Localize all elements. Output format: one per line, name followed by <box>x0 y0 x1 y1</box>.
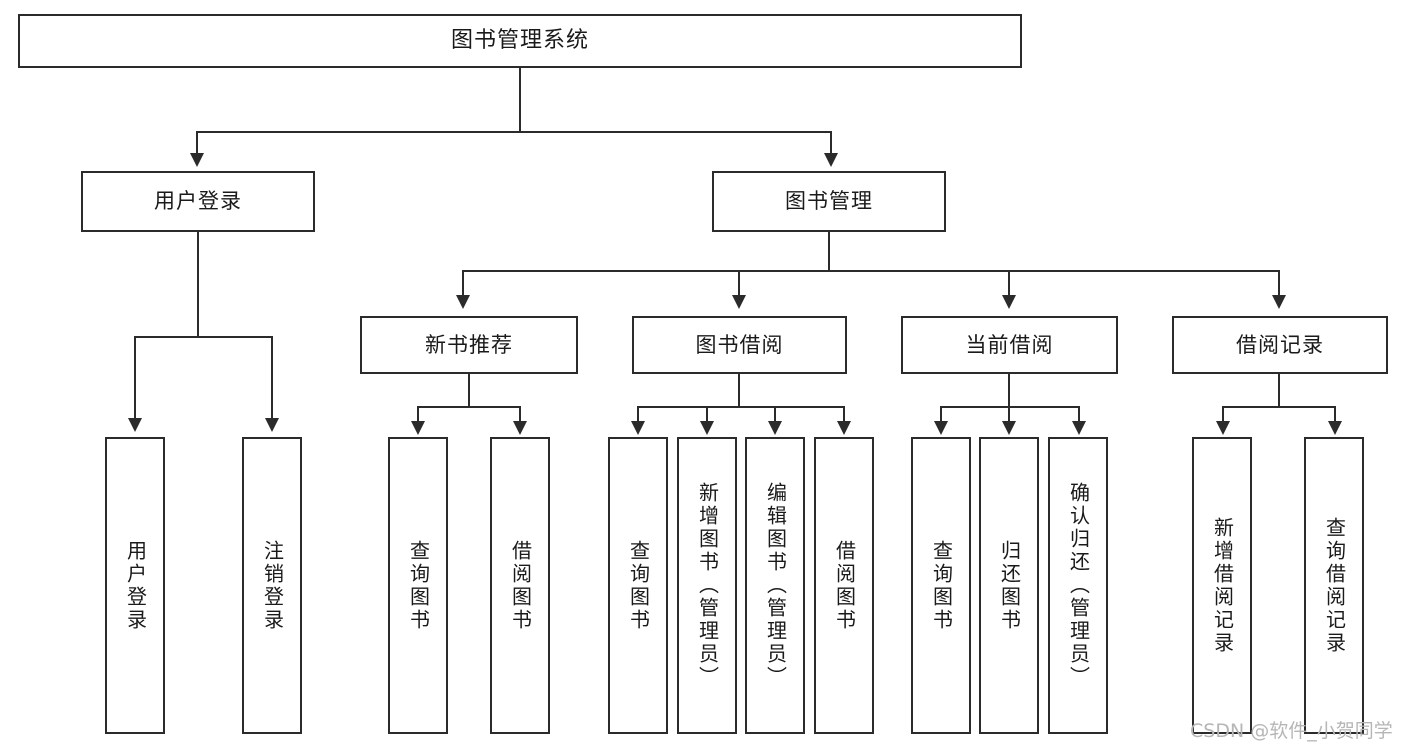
leaf-query-book-new[interactable]: 查询图书 <box>388 437 448 734</box>
leaf-confirm-return-admin[interactable]: 确认归还（管理员） <box>1048 437 1108 734</box>
node-label: 图书借阅 <box>695 332 784 357</box>
arrowhead-borrow-record-to-leaf-2 <box>1328 421 1342 435</box>
edge-book-borrow-to-leaf-4 <box>843 406 845 423</box>
edge-new-book-bus <box>417 406 521 408</box>
node-label: 用户登录 <box>123 539 148 632</box>
leaf-query-book-current[interactable]: 查询图书 <box>911 437 971 734</box>
node-label: 当前借阅 <box>965 332 1054 357</box>
edge-book-borrow-stem <box>738 374 740 407</box>
edge-borrow-record-bus <box>1222 406 1336 408</box>
node-borrow-record[interactable]: 借阅记录 <box>1172 316 1388 374</box>
arrowhead-root-to-book-management <box>824 153 838 167</box>
arrowhead-book-borrow-to-leaf-4 <box>837 421 851 435</box>
leaf-logout[interactable]: 注销登录 <box>242 437 302 734</box>
arrowhead-book-management-to-book-borrow <box>732 295 746 309</box>
arrowhead-book-borrow-to-leaf-1 <box>631 421 645 435</box>
csdn-watermark: CSDN @软件_小贺同学 <box>1190 720 1393 742</box>
node-user-login[interactable]: 用户登录 <box>81 171 315 232</box>
edge-book-management-to-new-book <box>462 270 464 297</box>
arrowhead-root-to-user-login <box>190 153 204 167</box>
node-label: 归还图书 <box>997 539 1022 632</box>
arrowhead-book-management-to-new-book <box>456 295 470 309</box>
edge-current-borrow-stem <box>1008 374 1010 407</box>
edge-borrow-record-to-leaf-2 <box>1334 406 1336 423</box>
node-label: 新书推荐 <box>425 332 513 357</box>
arrowhead-book-management-to-borrow-record <box>1272 295 1286 309</box>
node-label: 查询借阅记录 <box>1322 516 1347 655</box>
edge-root-bus <box>196 131 832 133</box>
edge-book-borrow-to-leaf-2 <box>706 406 708 423</box>
node-label: 借阅图书 <box>508 539 533 632</box>
edge-book-management-to-book-borrow <box>738 270 740 297</box>
node-label: 注销登录 <box>260 539 285 632</box>
edge-borrow-record-stem <box>1278 374 1280 407</box>
leaf-borrow-book[interactable]: 借阅图书 <box>814 437 874 734</box>
arrowhead-current-borrow-to-leaf-2 <box>1002 421 1016 435</box>
edge-user-login-stem <box>197 232 199 337</box>
edge-current-borrow-to-leaf-2 <box>1008 406 1010 423</box>
node-label: 图书管理 <box>785 189 873 214</box>
arrowhead-new-book-to-leaf-1 <box>411 421 425 435</box>
edge-user-login-to-leaf-1 <box>134 336 136 420</box>
edge-borrow-record-to-leaf-1 <box>1222 406 1224 423</box>
edge-book-borrow-to-leaf-3 <box>774 406 776 423</box>
node-label: 新增借阅记录 <box>1210 516 1235 655</box>
arrowhead-book-borrow-to-leaf-2 <box>700 421 714 435</box>
leaf-add-book-admin[interactable]: 新增图书（管理员） <box>677 437 737 734</box>
node-book-management[interactable]: 图书管理 <box>712 171 946 232</box>
leaf-edit-book-admin[interactable]: 编辑图书（管理员） <box>745 437 805 734</box>
edge-current-borrow-bus <box>940 406 1080 408</box>
node-new-book-recommendation[interactable]: 新书推荐 <box>360 316 578 374</box>
arrowhead-user-login-to-leaf-2 <box>265 418 279 432</box>
leaf-borrow-book-new[interactable]: 借阅图书 <box>490 437 550 734</box>
edge-current-borrow-to-leaf-3 <box>1078 406 1080 423</box>
node-book-borrow[interactable]: 图书借阅 <box>632 316 847 374</box>
node-label: 用户登录 <box>154 189 242 214</box>
arrowhead-borrow-record-to-leaf-1 <box>1216 421 1230 435</box>
edge-book-management-bus <box>462 270 1280 272</box>
edge-book-borrow-bus <box>637 406 845 408</box>
node-label: 借阅图书 <box>832 539 857 632</box>
edge-book-management-stem <box>828 232 830 271</box>
edge-root-stem <box>519 68 521 132</box>
leaf-query-borrow-record[interactable]: 查询借阅记录 <box>1304 437 1364 734</box>
node-label: 编辑图书（管理员） <box>763 482 788 689</box>
node-label: 借阅记录 <box>1236 332 1324 357</box>
leaf-return-book[interactable]: 归还图书 <box>979 437 1039 734</box>
edge-user-login-to-leaf-2 <box>271 336 273 420</box>
arrowhead-book-borrow-to-leaf-3 <box>768 421 782 435</box>
edge-new-book-to-leaf-1 <box>417 406 419 423</box>
edge-root-to-book-management <box>830 131 832 155</box>
arrowhead-new-book-to-leaf-2 <box>513 421 527 435</box>
arrowhead-book-management-to-current-borrow <box>1002 295 1016 309</box>
edge-root-to-user-login <box>196 131 198 155</box>
edge-book-management-to-current-borrow <box>1008 270 1010 297</box>
node-label: 新增图书（管理员） <box>695 482 720 689</box>
leaf-add-borrow-record[interactable]: 新增借阅记录 <box>1192 437 1252 734</box>
leaf-user-login[interactable]: 用户登录 <box>105 437 165 734</box>
edge-new-book-to-leaf-2 <box>519 406 521 423</box>
arrowhead-user-login-to-leaf-1 <box>128 418 142 432</box>
arrowhead-current-borrow-to-leaf-1 <box>934 421 948 435</box>
node-label: 查询图书 <box>626 539 651 632</box>
edge-user-login-bus <box>134 336 273 338</box>
edge-book-borrow-to-leaf-1 <box>637 406 639 423</box>
node-label: 查询图书 <box>406 539 431 632</box>
node-current-borrow[interactable]: 当前借阅 <box>901 316 1118 374</box>
node-label: 确认归还（管理员） <box>1066 482 1091 689</box>
node-root-book-management-system[interactable]: 图书管理系统 <box>18 14 1022 68</box>
node-label: 查询图书 <box>929 539 954 632</box>
edge-current-borrow-to-leaf-1 <box>940 406 942 423</box>
edge-new-book-stem <box>468 374 470 407</box>
arrowhead-current-borrow-to-leaf-3 <box>1072 421 1086 435</box>
node-label: 图书管理系统 <box>450 28 589 54</box>
leaf-query-book-borrow[interactable]: 查询图书 <box>608 437 668 734</box>
edge-book-management-to-borrow-record <box>1278 270 1280 297</box>
